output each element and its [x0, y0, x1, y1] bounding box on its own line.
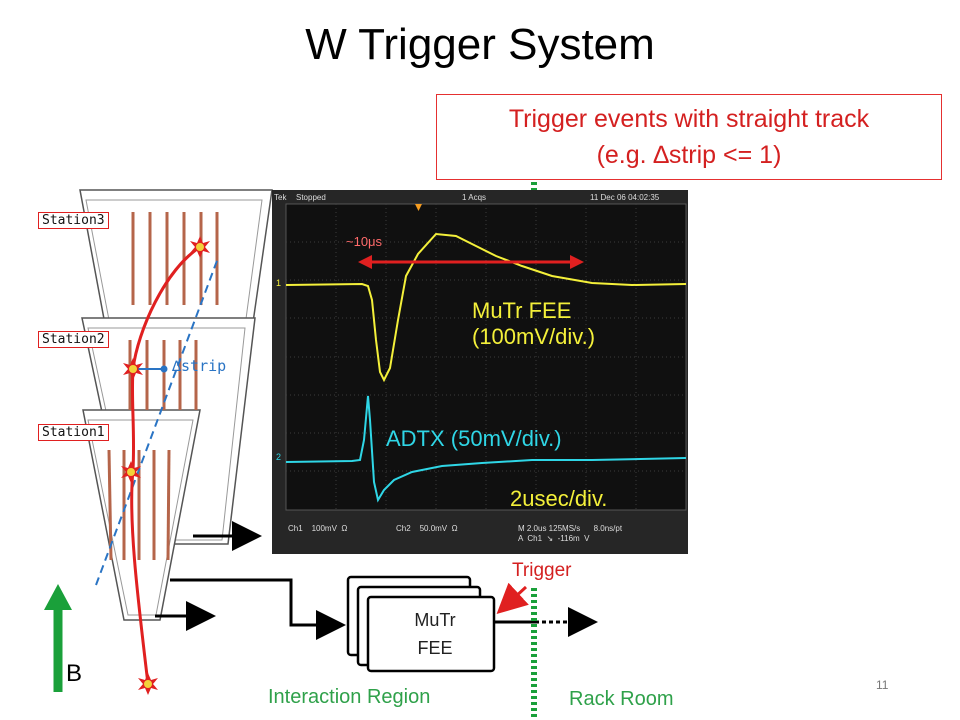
horiz-readout: M 2.0us 125MS/s 8.0ns/pt	[518, 524, 623, 533]
trace1-label: MuTr FEE (100mV/div.)	[472, 298, 596, 349]
station2-strips	[128, 340, 198, 410]
callout-line1: Trigger events with straight track	[508, 105, 870, 133]
station1-label: Station1	[38, 424, 109, 441]
delta-strip-label: ∆strip	[172, 357, 227, 375]
fee-box-stack	[346, 575, 496, 673]
oscilloscope-screen: Tek Stopped 1 Acqs 11 Dec 06 04:02:35 ~1…	[272, 190, 688, 554]
interaction-region-label: Interaction Region	[268, 686, 431, 708]
timebase-label: 2usec/div.	[510, 486, 608, 511]
fee-label: MuTr FEE	[414, 610, 456, 658]
trigger-label: Trigger	[512, 560, 572, 581]
scope-timestamp: 11 Dec 06 04:02:35	[590, 193, 660, 202]
ch2-marker: 2	[276, 452, 282, 462]
scope-acqs: 1 Acqs	[462, 193, 487, 202]
rack-room-label: Rack Room	[569, 688, 674, 710]
scope-status: Stopped	[296, 193, 326, 202]
oscilloscope-display	[272, 190, 688, 554]
page-title: W Trigger System	[305, 20, 655, 69]
ch2-readout: Ch2 50.0mV Ω	[396, 524, 458, 533]
scope-brand: Tek	[274, 193, 287, 202]
trigger-callout: Trigger events with straight track (e.g.…	[436, 94, 942, 180]
page-number: 11	[876, 678, 889, 692]
muon-track	[130, 245, 201, 685]
trace2-label: ADTX (50mV/div.)	[386, 426, 562, 451]
timing-label: ~10μs	[346, 234, 383, 249]
ch1-readout: Ch1 100mV Ω	[288, 524, 348, 533]
trace-mutr-fee	[285, 232, 687, 383]
trigger-arrow	[496, 582, 529, 615]
station2-label: Station2	[38, 331, 109, 348]
b-field-label: B	[66, 660, 83, 687]
hit-markers	[121, 236, 210, 695]
trig-readout: A Ch1 ↘ -116m V	[518, 534, 590, 543]
ch1-marker: 1	[276, 278, 282, 288]
trace-adtx	[285, 395, 687, 503]
signal-lines	[155, 521, 346, 640]
straight-track-line	[95, 257, 219, 586]
station1-strips	[107, 449, 171, 561]
callout-line2: (e.g. ∆strip <= 1)	[596, 141, 782, 169]
station3-label: Station3	[38, 212, 109, 229]
